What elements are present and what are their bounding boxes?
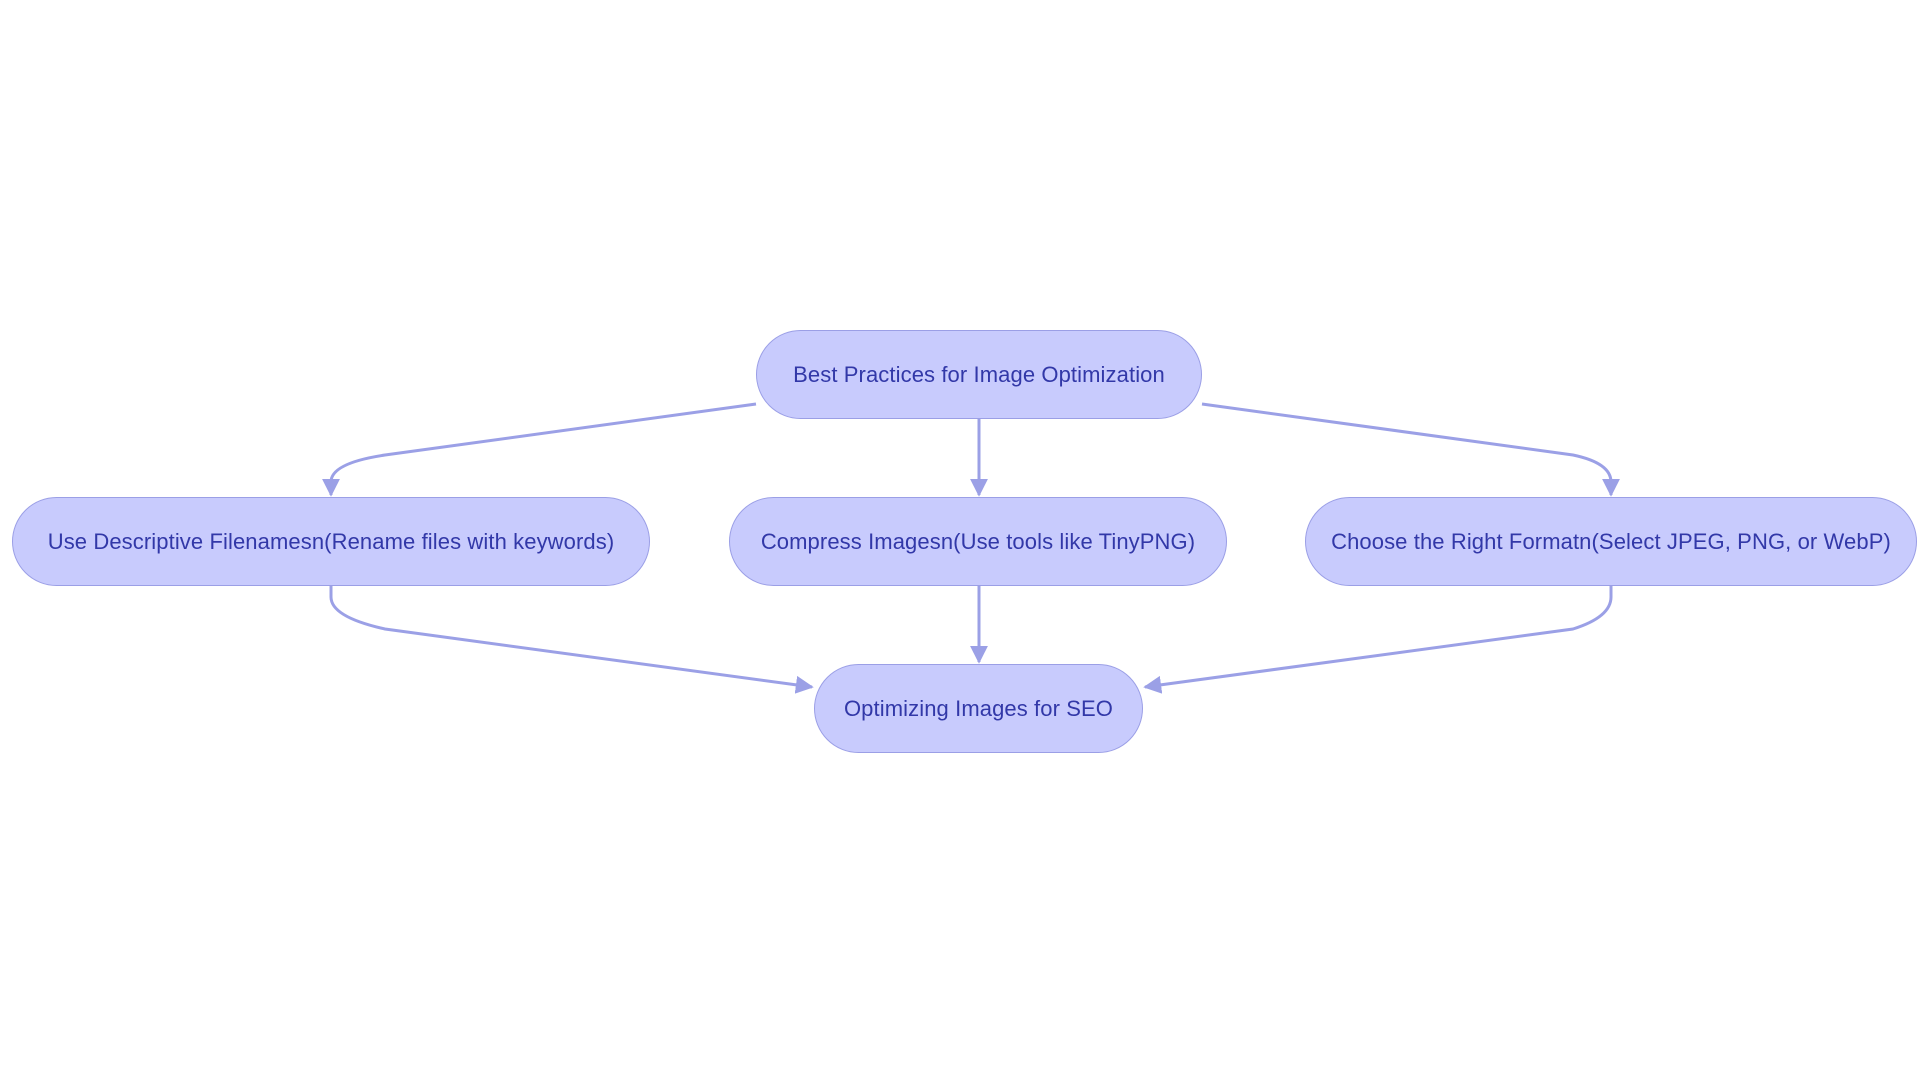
node-best-practices-label: Best Practices for Image Optimization [793,361,1165,387]
node-optimizing-seo[interactable]: Optimizing Images for SEO [814,664,1143,753]
node-best-practices[interactable]: Best Practices for Image Optimization [756,330,1202,419]
node-descriptive-filenames-label: Use Descriptive Filenamesn(Rename files … [47,528,615,554]
node-right-format[interactable]: Choose the Right Formatn(Select JPEG, PN… [1305,497,1917,586]
node-compress-images-label: Compress Imagesn(Use tools like TinyPNG) [760,528,1196,554]
node-optimizing-seo-label: Optimizing Images for SEO [843,695,1114,721]
edge-filenames-to-seo [329,586,814,694]
node-descriptive-filenames[interactable]: Use Descriptive Filenamesn(Rename files … [12,497,650,586]
edge-format-to-seo [1143,586,1613,694]
node-right-format-label: Choose the Right Formatn(Select JPEG, PN… [1331,528,1891,554]
edge-root-to-filenames [322,402,757,497]
node-compress-images[interactable]: Compress Imagesn(Use tools like TinyPNG) [729,497,1227,586]
edge-root-to-format [1201,402,1620,497]
